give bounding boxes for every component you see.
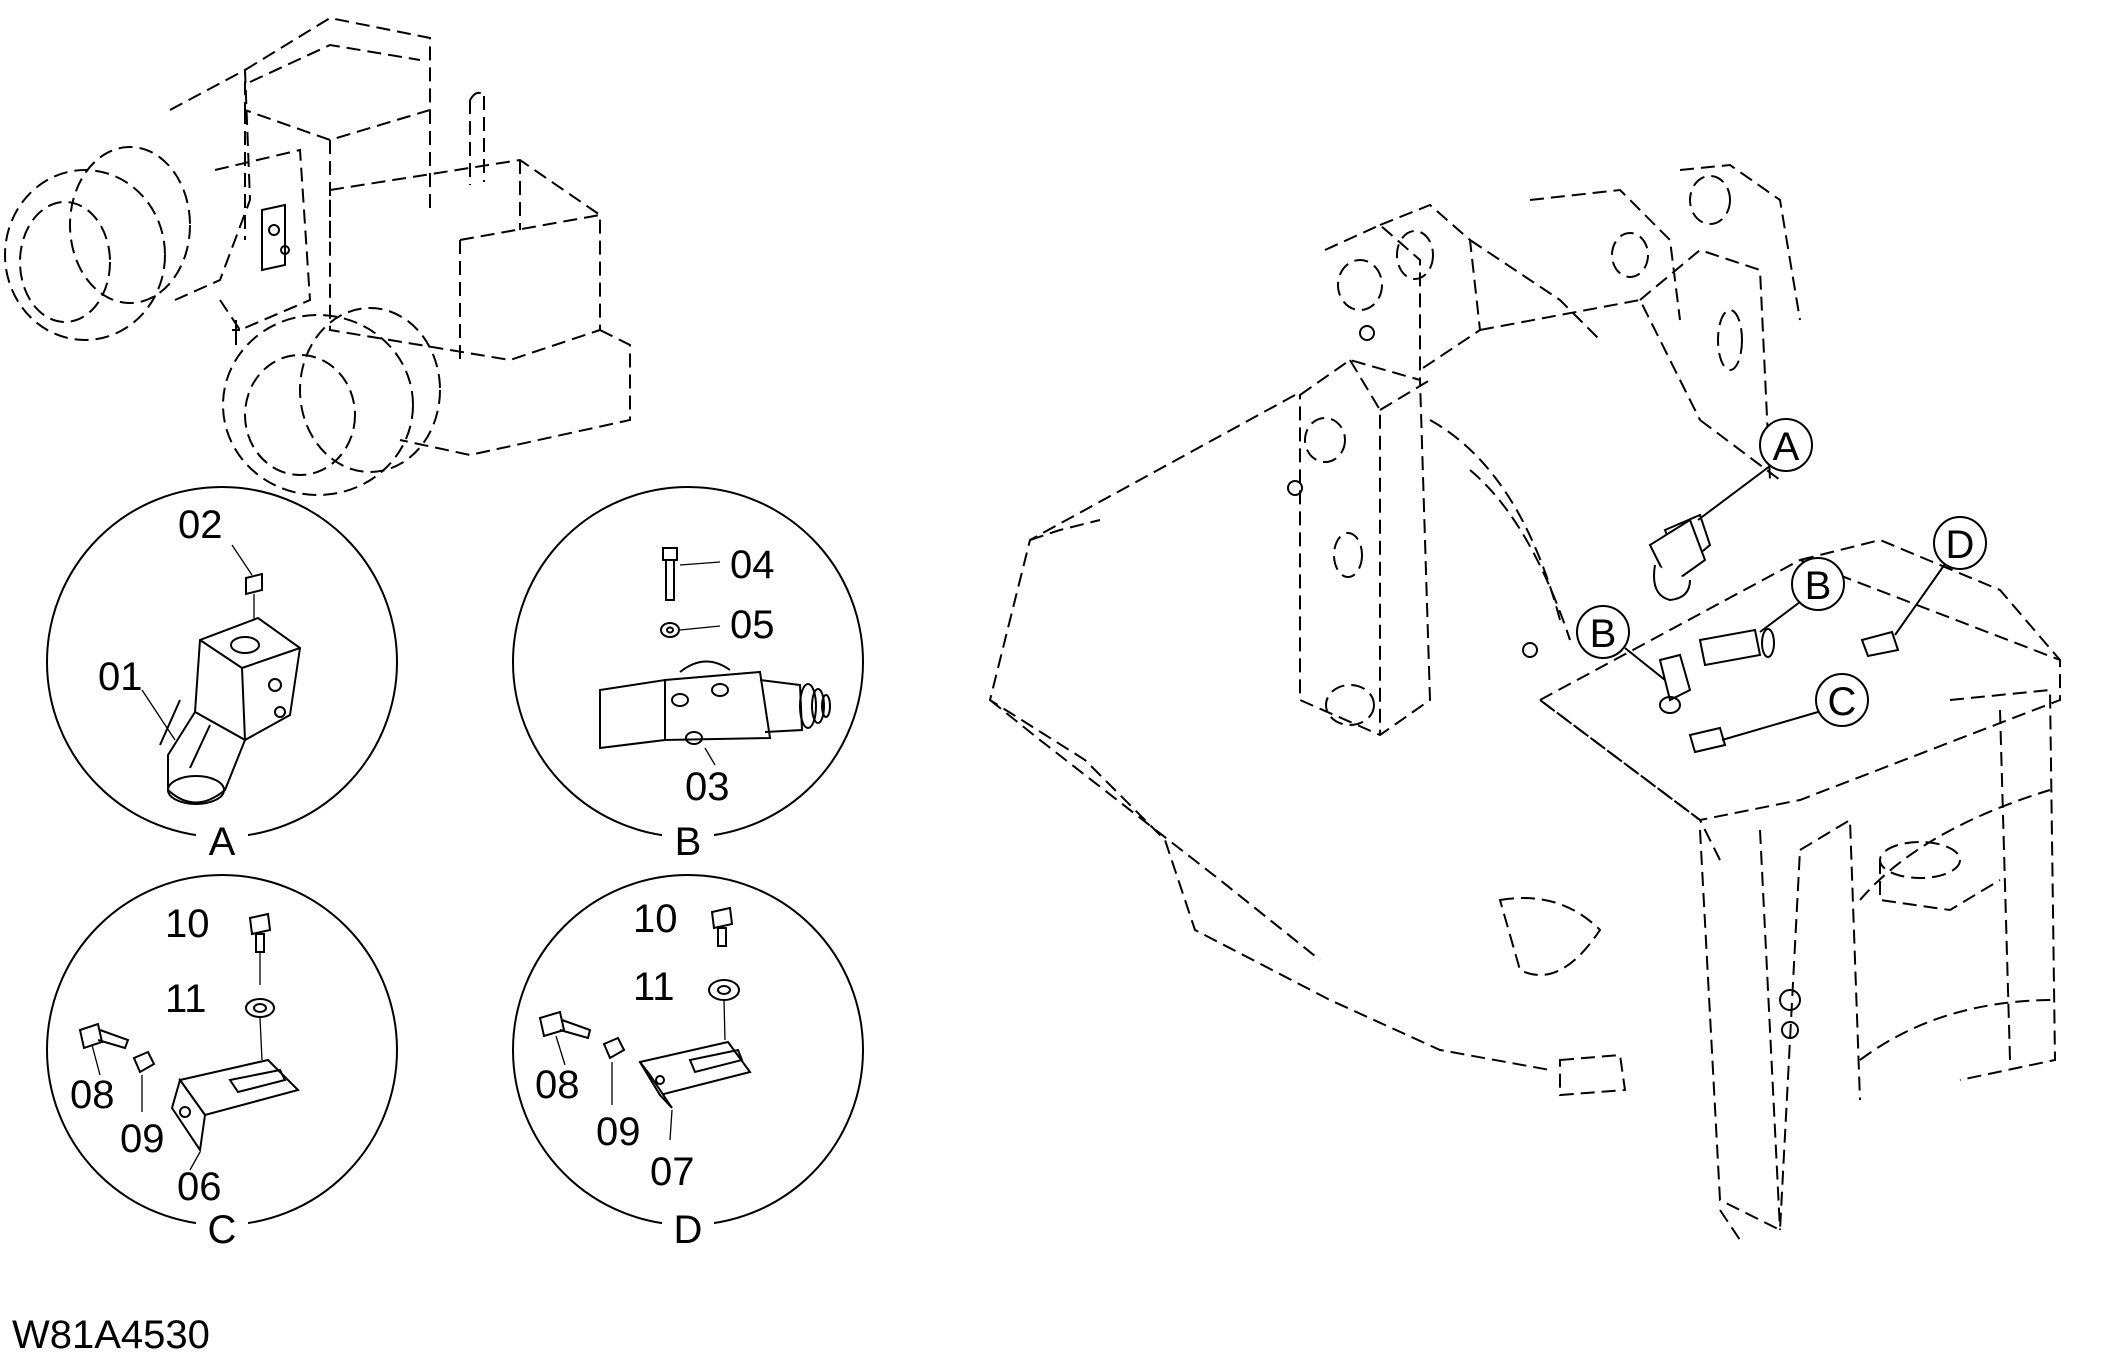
- main-view-callouts: A B B C D: [1576, 418, 1987, 741]
- callout-label-a: A: [1773, 425, 1800, 469]
- detail-caption-a: A: [209, 820, 236, 864]
- part-label-01: 01: [98, 655, 143, 699]
- part-label-04: 04: [730, 543, 775, 587]
- main-frame-illustration: [988, 163, 2061, 1241]
- detail-b: B 04 05 03: [512, 486, 864, 864]
- part-label-05: 05: [730, 603, 775, 647]
- drawing-code: W81A4530: [12, 1313, 210, 1357]
- part-label-10: 10: [165, 902, 210, 946]
- detail-caption-c: C: [208, 1208, 237, 1252]
- part-label-09: 09: [596, 1110, 641, 1154]
- part-label-10: 10: [633, 897, 678, 941]
- callout-label-b: B: [1590, 612, 1617, 656]
- detail-c: C 10 11 08 09 06: [46, 874, 398, 1252]
- callout-b-right: [1791, 557, 1845, 611]
- part-label-08: 08: [535, 1063, 580, 1107]
- callout-d: [1933, 516, 1987, 570]
- callout-c: [1815, 673, 1869, 727]
- detail-caption-b: B: [675, 820, 702, 864]
- part-label-09: 09: [120, 1117, 165, 1161]
- part-label-03: 03: [685, 765, 730, 809]
- part-label-11: 11: [165, 977, 207, 1021]
- callout-label-c: C: [1828, 680, 1857, 724]
- callout-label-d: D: [1946, 523, 1975, 567]
- part-label-07: 07: [650, 1150, 695, 1194]
- detail-caption-d: D: [674, 1208, 703, 1252]
- part-label-02: 02: [178, 503, 223, 547]
- part-label-06: 06: [177, 1165, 222, 1209]
- part-label-08: 08: [70, 1073, 115, 1117]
- overview-machine-illustration: [4, 16, 631, 496]
- callout-label-b: B: [1805, 564, 1832, 608]
- part-label-11: 11: [633, 965, 675, 1009]
- detail-d: D 10 11 08 09 07: [512, 874, 864, 1252]
- main-view-components: [1648, 513, 1900, 754]
- detail-a: A 02 01: [46, 486, 398, 864]
- callout-a: [1759, 418, 1813, 472]
- callout-b-left: [1576, 605, 1630, 659]
